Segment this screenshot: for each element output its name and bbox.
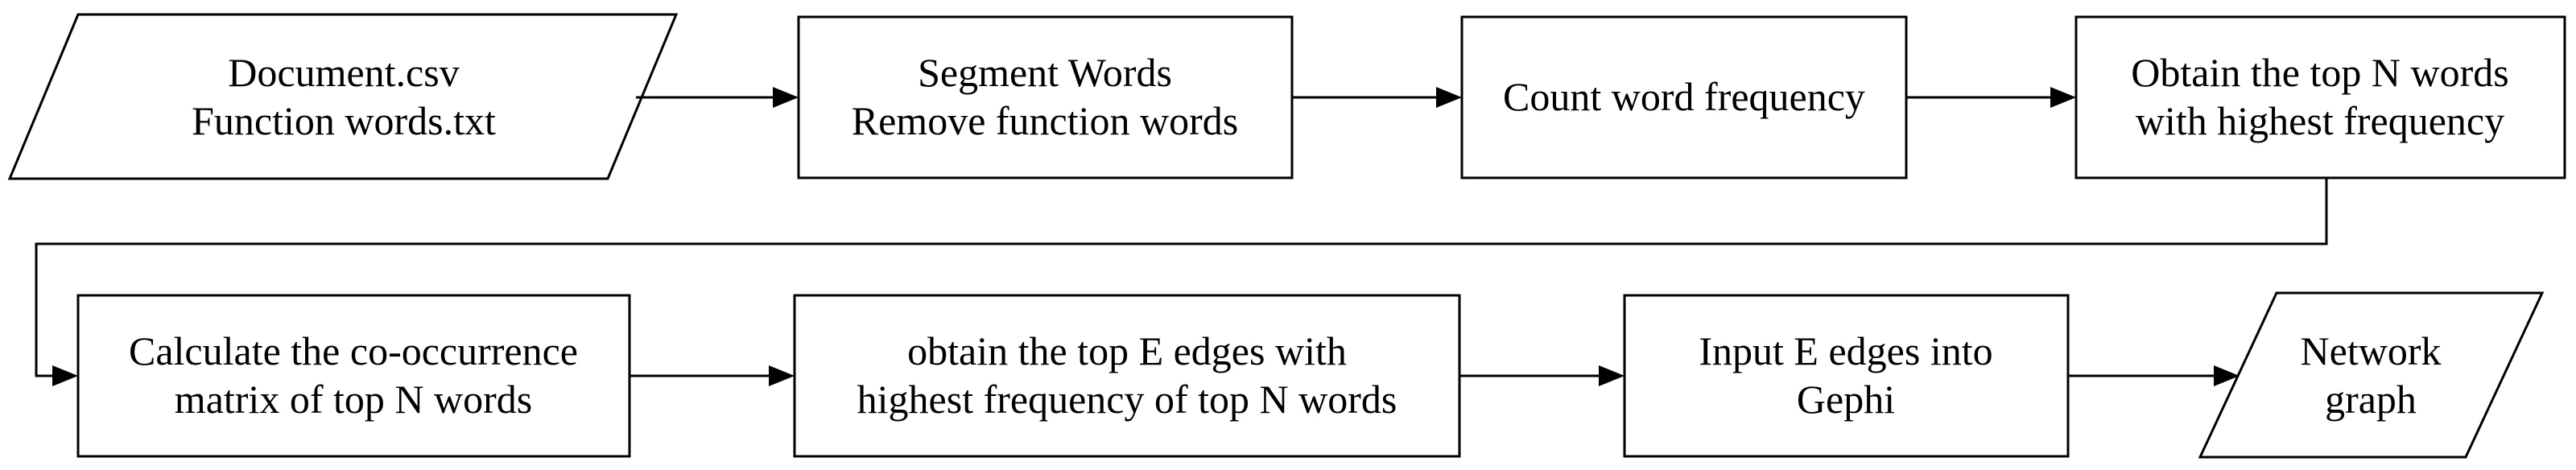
topn-line-1: Obtain the top N words	[2131, 50, 2508, 95]
node-output: Network graph	[2198, 291, 2545, 459]
cooccurrence-line-2: matrix of top N words	[175, 377, 532, 422]
topn-line-2: with highest frequency	[2136, 98, 2504, 143]
gephi-line-2: Gephi	[1797, 377, 1895, 422]
arrowhead-icon	[2214, 365, 2240, 386]
topedges-line-1: obtain the top E edges with	[907, 328, 1347, 373]
edge-gephi-to-output	[2068, 365, 2240, 386]
gephi-box	[1623, 294, 2070, 458]
output-line-2: graph	[2325, 377, 2417, 422]
edge-input-to-segment	[636, 87, 799, 108]
node-topedges: obtain the top E edges with highest freq…	[793, 294, 1461, 458]
segment-line-2: Remove function words	[852, 98, 1238, 143]
segment-box	[797, 15, 1294, 179]
edge-segment-to-count	[1292, 87, 1462, 108]
segment-line-1: Segment Words	[918, 50, 1172, 95]
edge-count-to-topn	[1906, 87, 2076, 108]
gephi-line-1: Input E edges into	[1699, 328, 1992, 373]
cooccurrence-box	[76, 294, 631, 458]
node-segment: Segment Words Remove function words	[797, 15, 1294, 179]
edge-topedges-to-gephi	[1459, 365, 1624, 386]
arrowhead-icon	[2050, 87, 2076, 108]
topn-box	[2074, 15, 2566, 179]
output-parallelogram-shape	[2198, 291, 2545, 459]
node-cooccurrence: Calculate the co-occurrence matrix of to…	[76, 294, 631, 458]
node-gephi: Input E edges into Gephi	[1623, 294, 2070, 458]
input-line-1: Document.csv	[228, 50, 459, 95]
arrowhead-icon	[52, 365, 78, 386]
edge-cooccurrence-to-topedges	[630, 365, 795, 386]
node-topn: Obtain the top N words with highest freq…	[2074, 15, 2566, 179]
input-line-2: Function words.txt	[192, 98, 496, 143]
count-box	[1460, 15, 1908, 179]
input-parallelogram-shape	[7, 13, 679, 180]
edge-polyline	[35, 178, 2328, 377]
cooccurrence-line-1: Calculate the co-occurrence	[129, 328, 578, 373]
arrowhead-icon	[769, 365, 795, 386]
arrowhead-icon	[1436, 87, 1462, 108]
topedges-line-2: highest frequency of top N words	[857, 377, 1397, 422]
count-line-1: Count word frequency	[1503, 74, 1865, 119]
arrowhead-icon	[773, 87, 799, 108]
edge-topn-to-cooccurrence	[35, 178, 2328, 386]
node-count: Count word frequency	[1460, 15, 1908, 179]
node-input: Document.csv Function words.txt	[7, 13, 679, 180]
output-line-1: Network	[2301, 328, 2442, 373]
topedges-box	[793, 294, 1461, 458]
arrowhead-icon	[1599, 365, 1624, 386]
